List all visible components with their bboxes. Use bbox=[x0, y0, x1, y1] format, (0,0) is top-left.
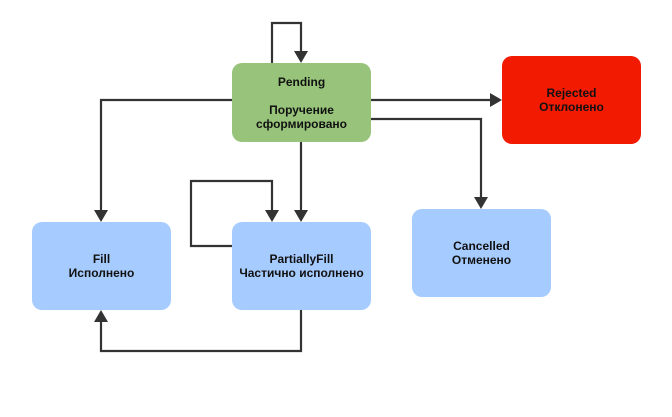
state-partially-fill-subtitle: Частично исполнено bbox=[239, 266, 364, 280]
state-pending-subtitle-line2: сформировано bbox=[256, 116, 347, 131]
edge-line bbox=[99, 310, 303, 353]
state-pending[interactable]: Pending Поручение сформировано bbox=[232, 63, 371, 142]
edge-line bbox=[270, 21, 303, 63]
arrowhead-icon bbox=[294, 51, 308, 63]
arrowhead-icon bbox=[490, 93, 502, 107]
arrowhead-icon bbox=[94, 310, 108, 322]
edge-pending-to-fill bbox=[94, 98, 232, 222]
edge-pending-to-partial bbox=[294, 142, 308, 222]
state-pending-title: Pending bbox=[277, 74, 326, 89]
edge-line bbox=[371, 117, 483, 197]
state-cancelled-title: Cancelled bbox=[453, 239, 510, 253]
state-rejected[interactable]: Rejected Отклонено bbox=[502, 56, 641, 144]
edge-line bbox=[99, 98, 232, 210]
edge-partial-to-partial bbox=[189, 179, 279, 248]
state-partially-fill-title: PartiallyFill bbox=[269, 252, 334, 266]
edge-partial-to-fill bbox=[94, 310, 303, 353]
edge-line bbox=[189, 179, 274, 248]
state-pending-subtitle-line1: Поручение bbox=[269, 102, 334, 117]
state-fill-subtitle: Исполнено bbox=[68, 266, 135, 280]
arrowhead-icon bbox=[474, 197, 488, 209]
state-cancelled-subtitle: Отменено bbox=[451, 253, 512, 267]
state-cancelled[interactable]: Cancelled Отменено bbox=[412, 209, 551, 297]
arrowhead-icon bbox=[265, 210, 279, 222]
state-rejected-title: Rejected bbox=[546, 86, 597, 100]
arrowhead-icon bbox=[94, 210, 108, 222]
edge-pending-to-pending bbox=[270, 21, 308, 63]
edge-pending-to-rejected bbox=[371, 93, 502, 107]
state-fill-title: Fill bbox=[92, 252, 111, 266]
state-fill[interactable]: Fill Исполнено bbox=[32, 222, 171, 310]
state-rejected-subtitle: Отклонено bbox=[539, 100, 604, 114]
edge-pending-to-cancelled bbox=[371, 117, 488, 209]
arrowhead-icon bbox=[294, 210, 308, 222]
state-partially-fill[interactable]: PartiallyFill Частично исполнено bbox=[232, 222, 371, 310]
